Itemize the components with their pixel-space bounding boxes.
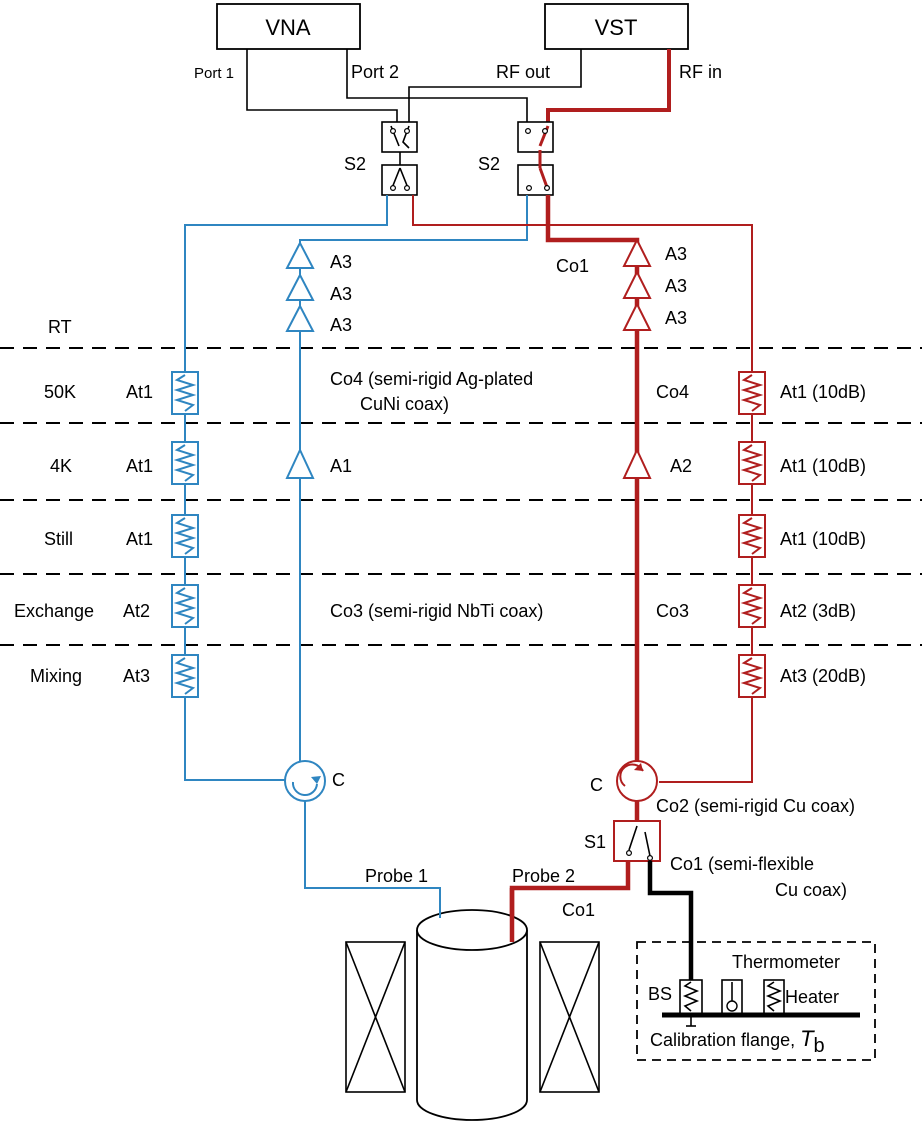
probe1-line bbox=[304, 801, 441, 918]
blue-readout-line bbox=[299, 195, 528, 762]
red-at-50k: At1 (10dB) bbox=[780, 382, 866, 402]
vna-label: VNA bbox=[265, 15, 311, 40]
blue-a3-1: A3 bbox=[330, 252, 352, 272]
s2-left-label: S2 bbox=[344, 154, 366, 174]
blue-at-50k: At1 bbox=[126, 382, 153, 402]
co3-label: Co3 (semi-rigid NbTi coax) bbox=[330, 601, 543, 621]
blue-at-4k: At1 bbox=[126, 456, 153, 476]
bs-label: BS bbox=[648, 984, 672, 1004]
sample-cylinder bbox=[416, 909, 528, 1121]
s2-right-label: S2 bbox=[478, 154, 500, 174]
red-at-still: At1 (10dB) bbox=[780, 529, 866, 549]
co2-label: Co2 (semi-rigid Cu coax) bbox=[656, 796, 855, 816]
s1-label: S1 bbox=[584, 832, 606, 852]
co1-bottom-label: Co1 bbox=[562, 900, 595, 920]
red-co1-top: Co1 bbox=[556, 256, 589, 276]
red-co3: Co3 bbox=[656, 601, 689, 621]
blue-at-still: At1 bbox=[126, 529, 153, 549]
blue-circulator-label: C bbox=[332, 770, 345, 790]
blue-at-mixing: At3 bbox=[123, 666, 150, 686]
rf-in-cable bbox=[546, 49, 671, 125]
red-at-mixing: At3 (20dB) bbox=[780, 666, 866, 686]
s2-right-switch bbox=[517, 121, 554, 196]
red-circulator-label: C bbox=[590, 775, 603, 795]
port2-label: Port 2 bbox=[351, 62, 399, 82]
rf-out-cable bbox=[408, 49, 582, 125]
co1-semiflex-line1: Co1 (semi-flexible bbox=[670, 854, 814, 874]
red-attenuators bbox=[738, 371, 766, 698]
blue-input-line bbox=[184, 195, 388, 781]
heater-label: Heater bbox=[785, 987, 839, 1007]
rf-in-label: RF in bbox=[679, 62, 722, 82]
blue-at-exchange: At2 bbox=[123, 601, 150, 621]
port1-label: Port 1 bbox=[194, 65, 234, 82]
port2-cable bbox=[346, 49, 528, 125]
red-amplifiers bbox=[622, 237, 652, 479]
probe1-label: Probe 1 bbox=[365, 866, 428, 886]
red-a3-2: A3 bbox=[665, 276, 687, 296]
red-a3-1: A3 bbox=[665, 244, 687, 264]
stage-4k: 4K bbox=[50, 456, 72, 476]
red-drive-line bbox=[412, 195, 753, 783]
stage-dividers bbox=[0, 347, 922, 646]
co4-label-line2: CuNi coax) bbox=[360, 394, 449, 414]
blue-attenuators bbox=[171, 371, 199, 698]
vst-box: VST bbox=[544, 3, 689, 50]
stage-rt: RT bbox=[48, 317, 72, 337]
co4-label-line1: Co4 (semi-rigid Ag-plated bbox=[330, 369, 533, 389]
blue-a3-2: A3 bbox=[330, 284, 352, 304]
s1-switch bbox=[613, 820, 661, 862]
red-a3-3: A3 bbox=[665, 308, 687, 328]
calibration-box bbox=[636, 941, 876, 1061]
s2-left-switch bbox=[381, 121, 418, 196]
blue-a1: A1 bbox=[330, 456, 352, 476]
vna-box: VNA bbox=[216, 3, 361, 50]
blue-amplifiers bbox=[285, 240, 315, 479]
rf-out-label: RF out bbox=[496, 62, 550, 82]
red-readout-line bbox=[545, 195, 640, 762]
magnet-left bbox=[345, 941, 406, 1093]
tb-subscript: b bbox=[814, 1035, 825, 1057]
blue-circulator bbox=[284, 760, 326, 802]
probe2-label: Probe 2 bbox=[512, 866, 575, 886]
calibration-cable bbox=[647, 861, 694, 980]
stage-exchange: Exchange bbox=[14, 601, 94, 621]
magnet-right bbox=[539, 941, 600, 1093]
thermometer-label: Thermometer bbox=[732, 952, 840, 972]
red-at-4k: At1 (10dB) bbox=[780, 456, 866, 476]
port1-cable bbox=[246, 49, 398, 125]
tb-symbol: T bbox=[800, 1026, 815, 1051]
red-a2: A2 bbox=[670, 456, 692, 476]
red-co4: Co4 bbox=[656, 382, 689, 402]
co1-semiflex-line2: Cu coax) bbox=[775, 880, 847, 900]
vst-label: VST bbox=[595, 15, 638, 40]
flange-text: Calibration flange, bbox=[650, 1030, 800, 1050]
red-at-exchange: At2 (3dB) bbox=[780, 601, 856, 621]
stage-still: Still bbox=[44, 529, 73, 549]
blue-a3-3: A3 bbox=[330, 315, 352, 335]
stage-50k: 50K bbox=[44, 382, 76, 402]
red-circulator bbox=[616, 760, 658, 802]
calibration-flange-label: Calibration flange, Tb bbox=[650, 1026, 825, 1057]
stage-mixing: Mixing bbox=[30, 666, 82, 686]
